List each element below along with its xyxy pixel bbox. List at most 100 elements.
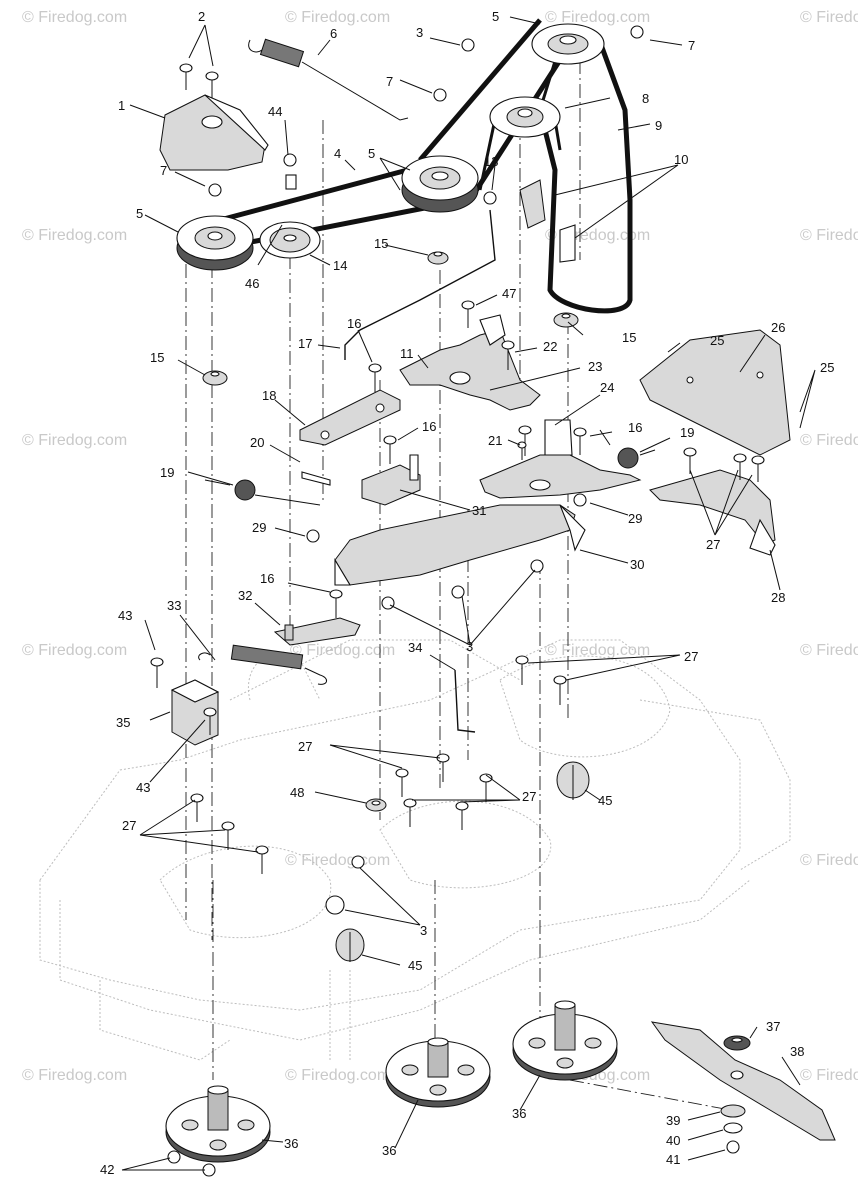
watermark-text: © Firedog.com — [290, 642, 395, 659]
pin-20 — [301, 471, 331, 486]
callout-3: 3 — [466, 639, 473, 654]
watermark-text: © Firedog.com — [545, 9, 650, 26]
torsion-spring-19-left — [204, 479, 321, 506]
watermark-text: © Firedog.com — [800, 642, 858, 659]
callout-29: 29 — [252, 520, 266, 535]
torsion-spring-19-right — [599, 429, 656, 469]
callout-34: 34 — [408, 640, 422, 655]
callout-9: 9 — [655, 118, 662, 133]
callout-5: 5 — [136, 206, 143, 221]
callout-15: 15 — [374, 236, 388, 251]
callout-27: 27 — [522, 789, 536, 804]
callout-7: 7 — [386, 74, 393, 89]
callout-36: 36 — [284, 1136, 298, 1151]
belt-keeper-10 — [519, 179, 576, 263]
callout-33: 33 — [167, 598, 181, 613]
callout-5: 5 — [492, 9, 499, 24]
callout-27: 27 — [298, 739, 312, 754]
callout-26: 26 — [771, 320, 785, 335]
callout-27: 27 — [684, 649, 698, 664]
belt-guard — [159, 94, 269, 171]
pulley-top-right — [531, 23, 605, 65]
bracket-31 — [361, 454, 421, 506]
idler-pulley-14 — [259, 221, 321, 259]
hardware-bolts — [150, 25, 765, 1177]
callout-23: 23 — [588, 359, 602, 374]
callout-45: 45 — [598, 793, 612, 808]
watermark-text: © Firedog.com — [800, 1067, 858, 1084]
spindle-left — [165, 1085, 271, 1163]
callout-21: 21 — [488, 433, 502, 448]
callout-10: 10 — [674, 152, 688, 167]
pulley-center-double — [401, 155, 479, 213]
callout-43: 43 — [118, 608, 132, 623]
callout-35: 35 — [116, 715, 130, 730]
callout-29: 29 — [628, 511, 642, 526]
callout-47: 47 — [502, 286, 516, 301]
blade-hardware — [720, 1035, 751, 1134]
callout-5: 5 — [368, 146, 375, 161]
callout-4: 4 — [334, 146, 341, 161]
callout-48: 48 — [290, 785, 304, 800]
bracket-35 — [170, 679, 220, 746]
watermark-text: © Firedog.com — [285, 852, 390, 869]
callout-7: 7 — [160, 163, 167, 178]
callout-40: 40 — [666, 1133, 680, 1148]
callout-31: 31 — [472, 503, 486, 518]
brake-rod-17 — [344, 209, 496, 360]
callout-25: 25 — [710, 333, 724, 348]
callout-36: 36 — [512, 1106, 526, 1121]
callout-18: 18 — [262, 388, 276, 403]
callout-30: 30 — [630, 557, 644, 572]
pulley-left — [176, 215, 254, 271]
callout-6: 6 — [330, 26, 337, 41]
callout-19: 19 — [160, 465, 174, 480]
callout-3: 3 — [420, 923, 427, 938]
callout-13: 13 — [484, 154, 498, 169]
callout-16: 16 — [422, 419, 436, 434]
belt-guard-26 — [639, 329, 791, 456]
callout-20: 20 — [250, 435, 264, 450]
callout-45: 45 — [408, 958, 422, 973]
callout-17: 17 — [298, 336, 312, 351]
callout-38: 38 — [790, 1044, 804, 1059]
watermark-text: © Firedog.com — [22, 227, 127, 244]
callout-27: 27 — [122, 818, 136, 833]
idler-arm-plate-18 — [299, 389, 401, 446]
callout-44: 44 — [268, 104, 282, 119]
callout-37: 37 — [766, 1019, 780, 1034]
callout-7: 7 — [688, 38, 695, 53]
callout-labels: 2 1 6 3 5 7 7 8 9 44 4 5 13 10 7 5 15 14… — [100, 9, 834, 1177]
callout-24: 24 — [600, 380, 614, 395]
callout-16: 16 — [260, 571, 274, 586]
callout-1: 1 — [118, 98, 125, 113]
callout-39: 39 — [666, 1113, 680, 1128]
bracket-24 — [479, 419, 642, 499]
callout-25: 25 — [820, 360, 834, 375]
mower-blade — [650, 1021, 836, 1141]
callout-43: 43 — [136, 780, 150, 795]
callout-16: 16 — [628, 420, 642, 435]
spindle-right — [512, 1000, 618, 1081]
watermark-text: © Firedog.com — [22, 432, 127, 449]
stud-45 — [335, 761, 590, 962]
bushings — [202, 251, 579, 812]
callout-28: 28 — [771, 590, 785, 605]
watermark-text: © Firedog.com — [22, 1067, 127, 1084]
callout-41: 41 — [666, 1152, 680, 1167]
mount-bracket-30 — [334, 504, 586, 586]
watermark-text: © Firedog.com — [285, 1067, 390, 1084]
callout-19: 19 — [680, 425, 694, 440]
bracket-32 — [273, 617, 361, 646]
pulley-right-idler — [489, 96, 561, 138]
watermark-text: © Firedog.com — [285, 9, 390, 26]
callout-16: 16 — [347, 316, 361, 331]
watermark-text: © Firedog.com — [800, 227, 858, 244]
callout-27: 27 — [706, 537, 720, 552]
callout-32: 32 — [238, 588, 252, 603]
watermark-text: © Firedog.com — [800, 9, 858, 26]
extension-spring-33 — [198, 644, 327, 685]
spindle-center — [385, 1037, 491, 1108]
watermark-text: © Firedog.com — [22, 9, 127, 26]
